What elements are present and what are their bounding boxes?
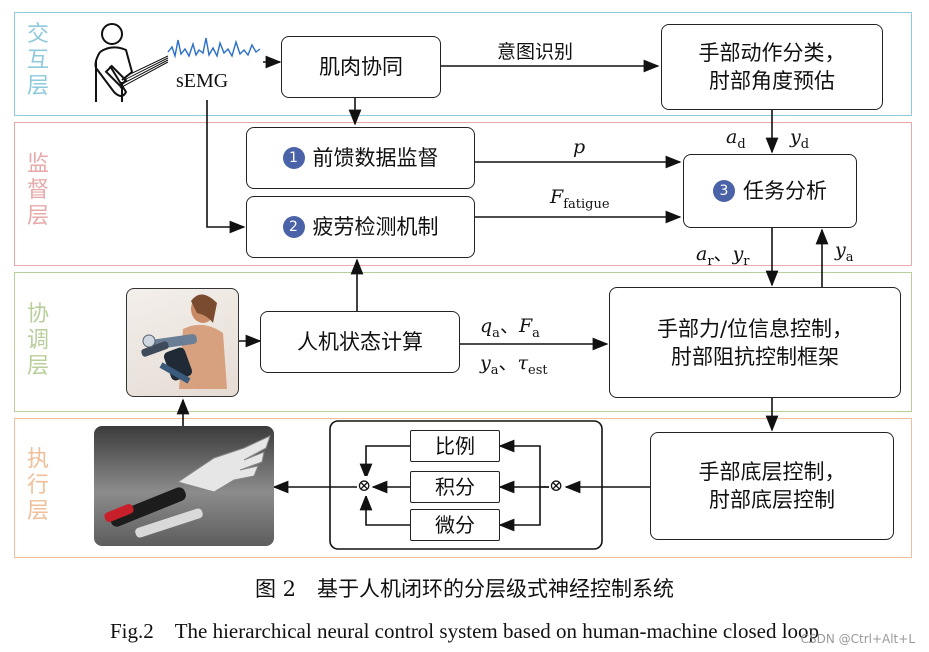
fatigue-text: 疲劳检测机制: [312, 215, 439, 239]
layer-label-interaction: 交 互 层: [26, 22, 49, 99]
hand-classify-text: 手部动作分类， 肘部角度预估: [698, 41, 846, 93]
layer-label-coordination: 协 调 层: [26, 302, 49, 379]
low-level-control-box: 手部底层控制， 肘部底层控制: [650, 432, 894, 540]
hand-classify-box: 手部动作分类， 肘部角度预估: [661, 24, 883, 110]
feedforward-box: 1 前馈数据监督: [246, 127, 475, 189]
pid-integral-text: 积分: [435, 475, 475, 499]
pid-proportional-box: 比例: [410, 430, 500, 462]
hmi-state-text: 人机状态计算: [297, 330, 423, 354]
label-f-fatigue: Ffatigue: [550, 186, 610, 212]
label-yd: yd: [790, 126, 810, 152]
exoskeleton-user-icon: [141, 294, 227, 389]
layer-interaction: [14, 12, 912, 116]
intent-label: 意图识别: [497, 41, 574, 63]
caption-chinese: 图 2 基于人机闭环的分层级式神经控制系统: [254, 577, 675, 601]
human-exoskeleton-photo: [126, 288, 239, 397]
task-analysis-box: 3 任务分析: [683, 154, 857, 228]
hmi-state-box: 人机状态计算: [260, 311, 460, 373]
layer-supervision: [14, 122, 912, 266]
robot-hand-icon: [104, 435, 271, 538]
robot-arm-photo: [94, 426, 274, 546]
sum-junction-right-icon: ⊗: [549, 476, 564, 496]
sum-junction-left-icon: ⊗: [357, 476, 372, 496]
layer-label-supervision: 监 督 层: [26, 152, 49, 229]
semg-label: sEMG: [176, 70, 229, 92]
label-ar-yr: ar、yr: [696, 243, 750, 269]
badge-2-icon: 2: [282, 216, 305, 238]
pid-integral-box: 积分: [410, 471, 500, 503]
pid-derivative-box: 微分: [410, 509, 500, 541]
label-ad: ad: [726, 126, 746, 152]
muscle-synergy-text: 肌肉协同: [319, 55, 403, 79]
caption-english: Fig.2 The hierarchical neural control sy…: [109, 619, 820, 643]
layer-label-execution: 执 行 层: [26, 447, 49, 524]
watermark: CSDN @Ctrl+Alt+L: [800, 632, 915, 646]
low-level-control-text: 手部底层控制， 肘部底层控制: [698, 460, 846, 512]
muscle-synergy-box: 肌肉协同: [281, 36, 441, 98]
badge-3-icon: 3: [713, 180, 735, 202]
layer-execution: [14, 418, 912, 558]
pid-proportional-text: 比例: [435, 434, 475, 458]
label-ya-tau: ya、τest: [480, 352, 548, 378]
label-p: p: [573, 136, 586, 158]
label-qa-fa: qa、Fa: [480, 315, 540, 341]
hand-force-text: 手部力/位信息控制， 肘部阻抗控制框架: [656, 316, 854, 369]
hand-force-box: 手部力/位信息控制， 肘部阻抗控制框架: [609, 287, 901, 398]
feedforward-text: 前馈数据监督: [312, 146, 439, 170]
pid-derivative-text: 微分: [435, 513, 475, 537]
task-analysis-text: 任务分析: [743, 179, 827, 203]
layer-coordination: [14, 272, 912, 412]
badge-1-icon: 1: [282, 147, 305, 169]
label-ya-top: ya: [835, 239, 854, 265]
fatigue-box: 2 疲劳检测机制: [246, 196, 475, 258]
human-arm-electrode-icon: [94, 23, 169, 102]
